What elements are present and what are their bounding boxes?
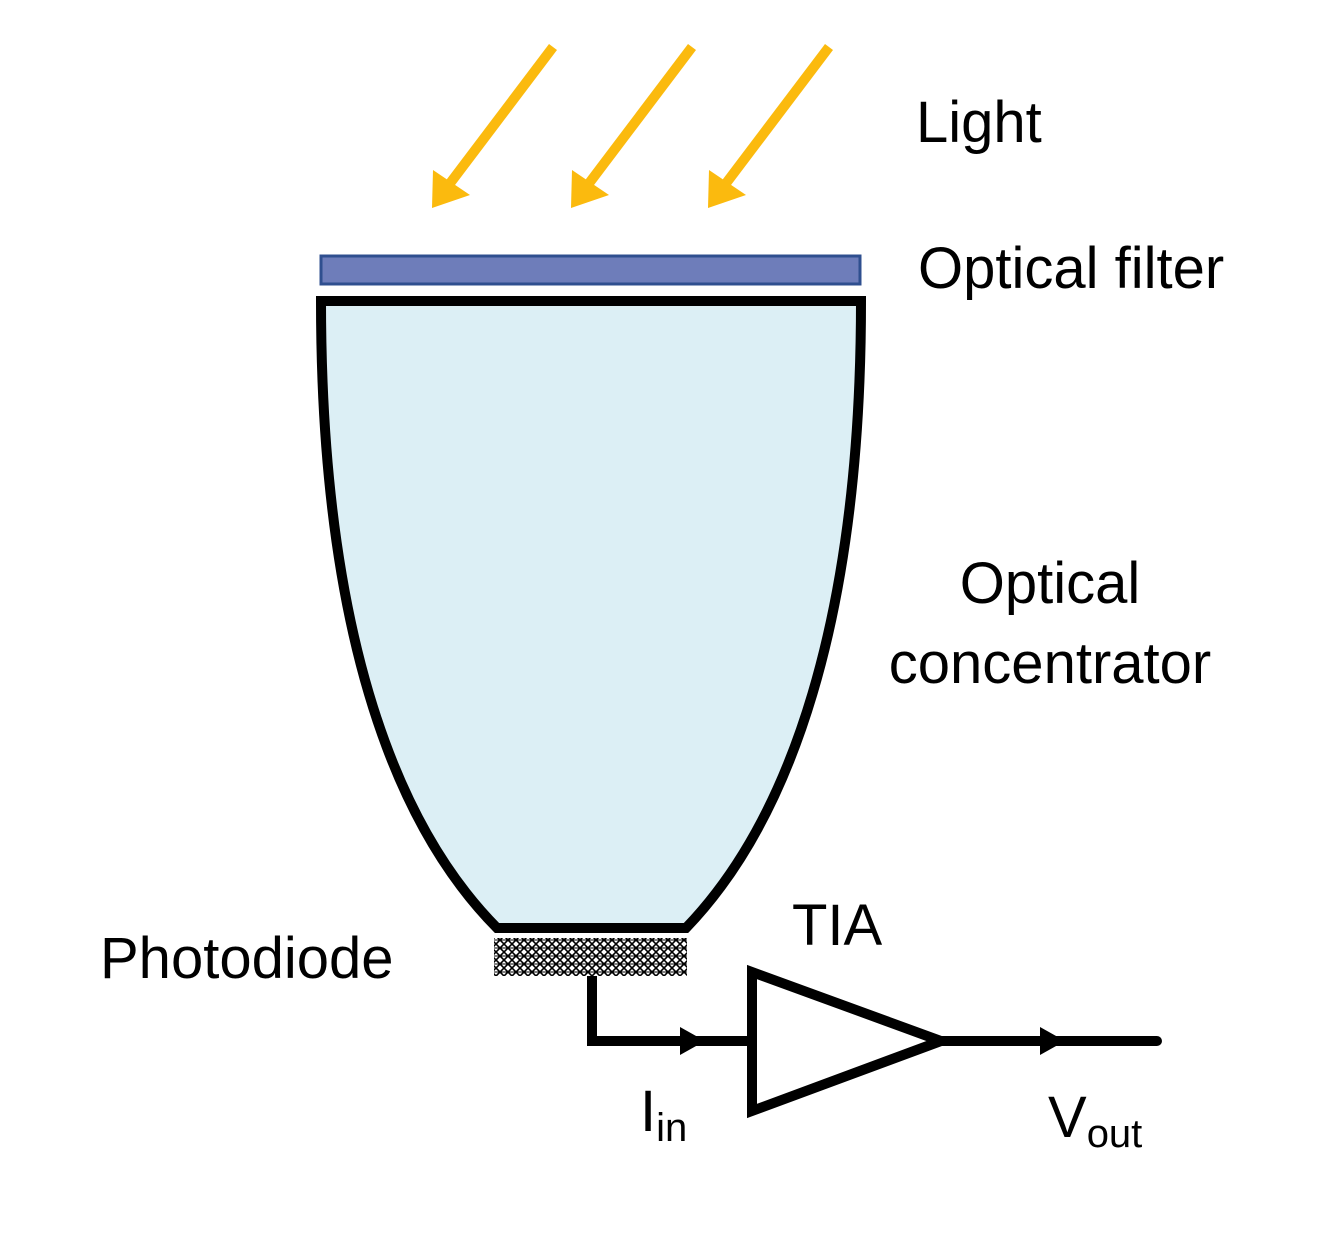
- input-wire: [587, 976, 748, 1046]
- output-voltage-arrow: [1040, 1027, 1065, 1055]
- light-arrow: [432, 43, 557, 208]
- light-rays: [432, 43, 833, 208]
- optical-filter: [319, 254, 862, 286]
- photodiode: [494, 938, 687, 976]
- output-voltage-label: Vout: [1048, 1085, 1142, 1156]
- output-voltage-symbol: V: [1048, 1085, 1087, 1150]
- light-arrow: [708, 43, 833, 208]
- input-current-subscript: in: [656, 1106, 687, 1150]
- photodiode-label: Photodiode: [100, 926, 393, 991]
- optical-concentrator-label-line1: Optical: [960, 551, 1141, 616]
- light-arrow: [571, 43, 696, 208]
- tia-label: TIA: [792, 893, 883, 958]
- optical-concentrator-label-line2: concentrator: [889, 631, 1211, 696]
- light-label: Light: [916, 90, 1042, 155]
- tia-amplifier: [747, 964, 956, 1119]
- optical-filter-label: Optical filter: [918, 236, 1224, 301]
- output-voltage-subscript: out: [1087, 1112, 1143, 1156]
- optical-concentrator: [315, 296, 867, 933]
- input-current-arrow: [680, 1027, 705, 1055]
- input-current-symbol: I: [640, 1079, 656, 1144]
- input-current-label: Iin: [640, 1079, 687, 1150]
